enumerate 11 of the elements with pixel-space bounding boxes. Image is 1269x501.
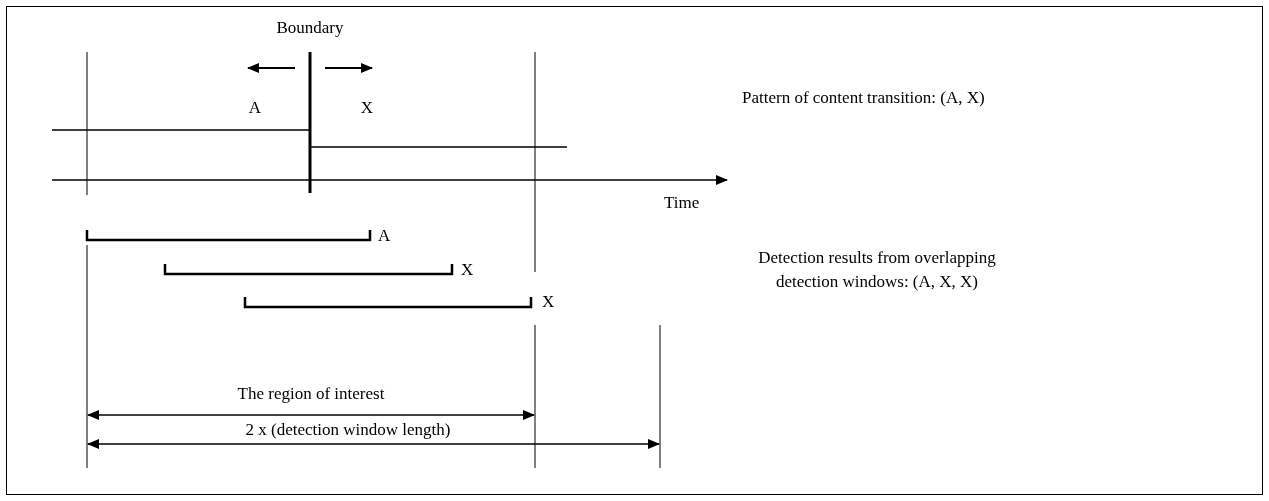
segment-label: A (247, 97, 263, 119)
window-result-label: A (378, 225, 392, 247)
detection-results-text: Detection results from overlapping detection windows: (A, X, X) (757, 247, 997, 293)
dimension-label: The region of interest (236, 383, 386, 405)
axis-label: Time (664, 192, 701, 214)
pattern-text: Pattern of content transition: (A, X) (742, 87, 986, 109)
window-result-label: X (542, 291, 556, 313)
boundary-label: Boundary (275, 17, 345, 39)
window-result-label: X (461, 259, 475, 281)
segment-label: X (359, 97, 375, 119)
dimension-label: 2 x (detection window length) (244, 419, 452, 441)
